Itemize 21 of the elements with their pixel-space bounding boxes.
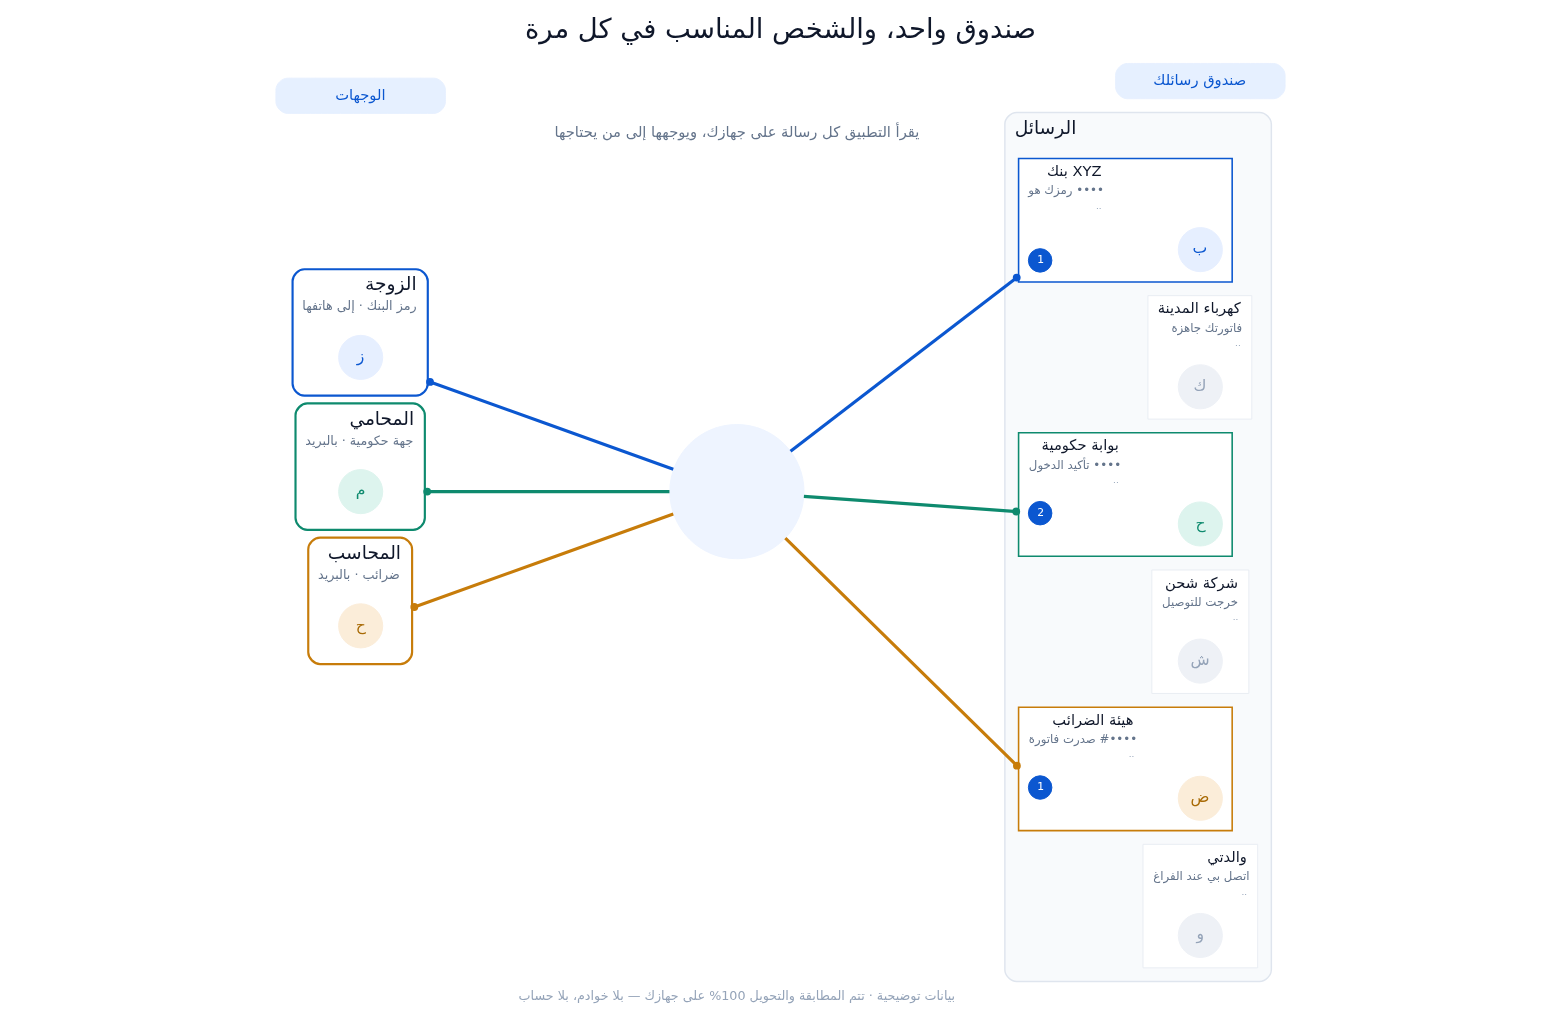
node-circle: ض [1177,775,1223,821]
node-circle: 2 [1027,500,1052,526]
diagram-title: صندوق واحد، والشخص المناسب في كل مرة [524,13,1036,45]
connector [783,537,1021,770]
node-circle: ح [337,603,383,649]
connector [409,512,674,611]
node-circle: ز [337,334,383,380]
node-circle: م [337,469,383,515]
node-box: صندوق رسائلك [1114,62,1286,100]
caption: بيانات توضيحية · تتم المطابقة والتحويل 100% على جهازك — بلا خوادم، بلا حساب [518,987,955,1003]
node-circle [668,424,804,560]
node-box: الوجهات [274,77,446,114]
node-circle: ب [1177,227,1223,273]
connector [425,378,674,471]
connector [789,273,1021,453]
connector [422,487,669,496]
node-circle: ح [1177,501,1223,547]
label: يقرأ التطبيق كل رسالة على جهازك، ويوجهها إلى من يحتاجها [553,123,919,141]
node-circle: 1 [1027,775,1052,800]
connector [803,494,1020,516]
node-circle: 1 [1027,248,1052,273]
